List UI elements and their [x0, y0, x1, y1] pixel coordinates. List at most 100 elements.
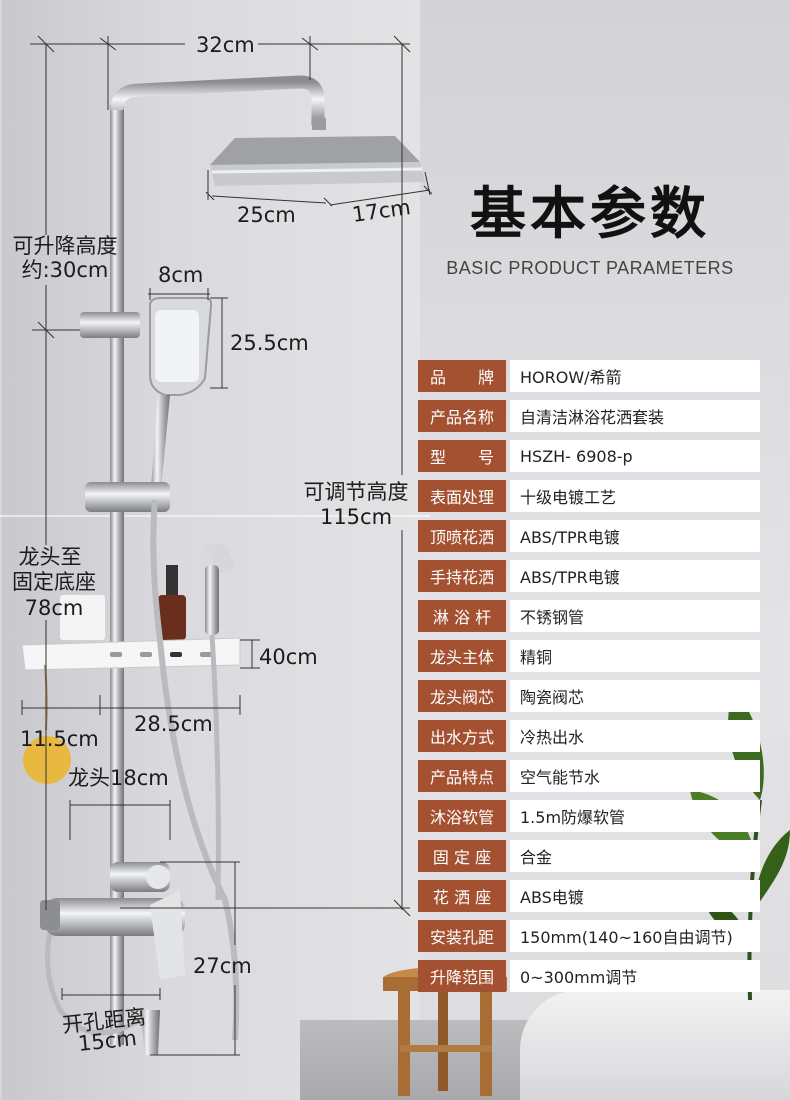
parameter-value: HSZH- 6908-p: [510, 440, 760, 472]
shower-head-edge: [211, 167, 423, 174]
parameter-label: 品 牌: [418, 360, 506, 392]
parameter-label: 花 洒 座: [418, 880, 506, 912]
shelf-slot: [200, 652, 212, 657]
parameter-label: 手持花洒: [418, 560, 506, 592]
diverter-knob: [146, 865, 170, 889]
product-dimension-diagram: 32cm 25cm 17cm 可升降高度 约:30cm 8cm 25.5cm 可…: [12, 33, 433, 1057]
parameter-label: 固 定 座: [418, 840, 506, 872]
section-heading: 基本参数 BASIC PRODUCT PARAMETERS: [430, 180, 750, 279]
parameter-label: 出水方式: [418, 720, 506, 752]
shower-hose: [150, 499, 240, 1041]
parameter-row: 表面处理十级电镀工艺: [418, 480, 760, 512]
upper-wall-mount: [80, 312, 140, 338]
sponge: [23, 736, 71, 784]
storage-shelf: [21, 637, 241, 671]
parameter-label: 表面处理: [418, 480, 506, 512]
parameter-row: 龙头阀芯陶瓷阀芯: [418, 680, 760, 712]
dimension-adjustable-height-label: 可调节高度: [303, 480, 409, 504]
wall-elbow: [40, 900, 60, 930]
parameter-row: 产品名称自清洁淋浴花洒套装: [418, 400, 760, 432]
shelf-slot: [110, 652, 122, 657]
dimension-faucet-to-base-value: 78cm: [24, 596, 84, 620]
overhead-shower-head: [210, 162, 425, 186]
dimension-handheld-length: 25.5cm: [230, 331, 309, 355]
bidet-sprayer: [205, 543, 235, 573]
bottle-white: [60, 595, 105, 640]
dimension-shelf-height: 40cm: [259, 645, 318, 669]
bidet-hose: [209, 634, 221, 901]
parameter-row: 淋 浴 杆不锈钢管: [418, 600, 760, 632]
overhead-shower-face: [210, 136, 420, 165]
parameter-value: 陶瓷阀芯: [510, 680, 760, 712]
parameter-row: 产品特点空气能节水: [418, 760, 760, 792]
parameter-value: 150mm(140~160自由调节): [510, 920, 760, 952]
dimension-faucet-height: 27cm: [193, 954, 252, 978]
parameter-label: 沐浴软管: [418, 800, 506, 832]
parameter-value: 自清洁淋浴花洒套装: [510, 400, 760, 432]
dimension-shelf-width: 28.5cm: [134, 712, 213, 736]
dimension-top-width: 32cm: [196, 33, 255, 57]
dimension-adjustable-height-value: 115cm: [319, 505, 393, 529]
tub-spout: [140, 1010, 160, 1055]
dimension-hole-distance-value: 15cm: [76, 1025, 138, 1057]
bathtub: [520, 990, 790, 1100]
page-subtitle: BASIC PRODUCT PARAMETERS: [446, 258, 734, 278]
parameter-value: 空气能节水: [510, 760, 760, 792]
dimension-lift-height-value: 约:30cm: [21, 258, 109, 282]
head-connector: [312, 118, 326, 130]
handheld-spray-face: [155, 310, 199, 382]
bidet-handle: [205, 565, 219, 635]
bottle-brown: [158, 595, 186, 640]
parameter-label: 升降范围: [418, 960, 506, 992]
parameter-label: 龙头主体: [418, 640, 506, 672]
dimension-faucet-to-base-label1: 龙头至: [18, 545, 82, 569]
parameter-value: 十级电镀工艺: [510, 480, 760, 512]
tile-seam: [0, 0, 2, 1100]
dimension-lift-height-label: 可升降高度: [12, 234, 118, 258]
handheld-handle: [150, 395, 170, 500]
overhead-arm: [110, 75, 325, 125]
parameter-value: HOROW/希箭: [510, 360, 760, 392]
parameter-value: 1.5m防爆软管: [510, 800, 760, 832]
shelf-slot: [140, 652, 152, 657]
parameter-value: 合金: [510, 840, 760, 872]
bottle-pump: [166, 565, 178, 595]
dimension-lines: [21, 35, 433, 1056]
parameter-value: 不锈钢管: [510, 600, 760, 632]
parameter-value: ABS/TPR电镀: [510, 560, 760, 592]
dimension-faucet-to-base-label2: 固定底座: [12, 570, 96, 594]
mixer-handle: [150, 890, 185, 980]
parameter-row: 固 定 座合金: [418, 840, 760, 872]
shower-rail: [110, 105, 124, 1045]
parameter-value: ABS/TPR电镀: [510, 520, 760, 552]
page-title: 基本参数: [470, 182, 710, 247]
parameter-label: 安装孔距: [418, 920, 506, 952]
parameter-row: 出水方式冷热出水: [418, 720, 760, 752]
dimension-shelf-left: 11.5cm: [20, 727, 99, 751]
dimension-faucet-width: 龙头18cm: [68, 766, 169, 790]
parameter-value: ABS电镀: [510, 880, 760, 912]
parameter-value: 0~300mm调节: [510, 960, 760, 992]
parameter-value: 精铜: [510, 640, 760, 672]
parameter-value: 冷热出水: [510, 720, 760, 752]
lower-hose: [45, 899, 142, 1036]
tile-seam: [0, 515, 430, 517]
parameter-label: 产品特点: [418, 760, 506, 792]
shelf-slot: [170, 652, 182, 657]
parameter-label: 产品名称: [418, 400, 506, 432]
parameter-label: 淋 浴 杆: [418, 600, 506, 632]
dimension-handheld-width: 8cm: [158, 263, 204, 287]
shower-set-illustration: [21, 35, 433, 1056]
parameter-row: 龙头主体精铜: [418, 640, 760, 672]
parameter-label: 顶喷花洒: [418, 520, 506, 552]
dimension-head-width: 25cm: [237, 203, 296, 227]
